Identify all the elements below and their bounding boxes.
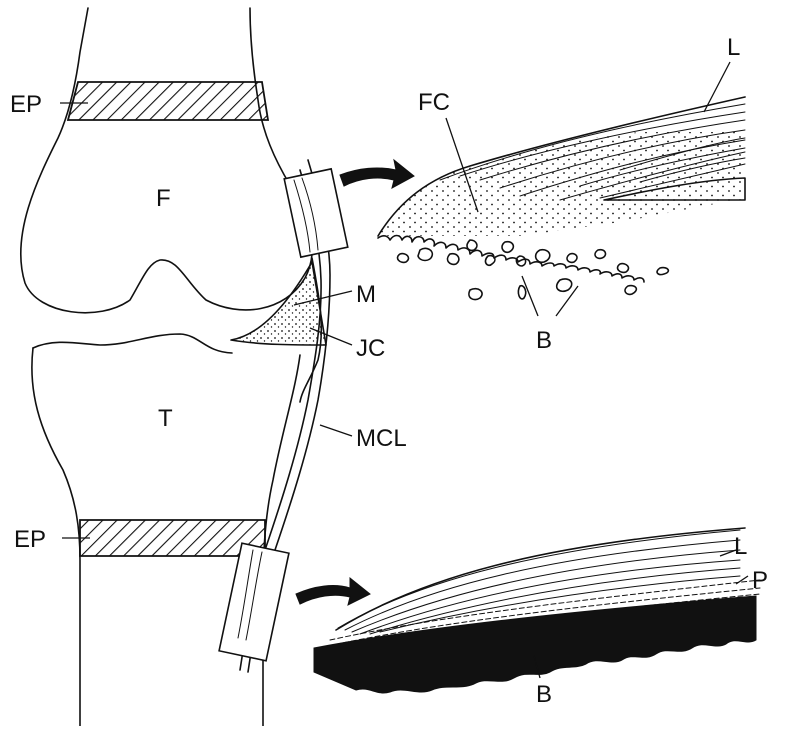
label-bone-top: B — [536, 327, 552, 354]
tibia-outline — [31, 347, 81, 727]
tibia-plateau — [32, 333, 233, 354]
label-periosteum: P — [752, 567, 768, 594]
tibial-insertion-detail — [313, 527, 761, 694]
femoral-insertion-detail — [377, 96, 746, 301]
label-ligament-top: L — [727, 34, 740, 61]
arrow-to-tibial-detail — [295, 576, 371, 606]
label-mcl: MCL — [356, 425, 407, 452]
label-meniscus: M — [356, 281, 376, 308]
tibial-insertion-box — [218, 542, 290, 662]
epiphyseal-plate-bottom — [79, 519, 266, 557]
femoral-insertion-box — [283, 167, 349, 259]
label-ep-top: EP — [10, 91, 42, 118]
fibrocartilage-zone — [378, 132, 742, 236]
label-femur: F — [156, 185, 171, 212]
tibial-bone-block — [313, 595, 757, 694]
label-joint-capsule: JC — [356, 335, 385, 362]
label-ep-bottom: EP — [14, 526, 46, 553]
arrow-to-femoral-detail — [339, 158, 415, 189]
epiphyseal-plate-top — [66, 81, 270, 121]
label-ligament-bottom: L — [734, 533, 747, 560]
label-fc: FC — [418, 89, 450, 116]
label-bone-bottom: B — [536, 681, 552, 708]
femur-outline — [20, 7, 314, 314]
joint-capsule-line — [299, 257, 323, 403]
label-tibia: T — [158, 405, 173, 432]
